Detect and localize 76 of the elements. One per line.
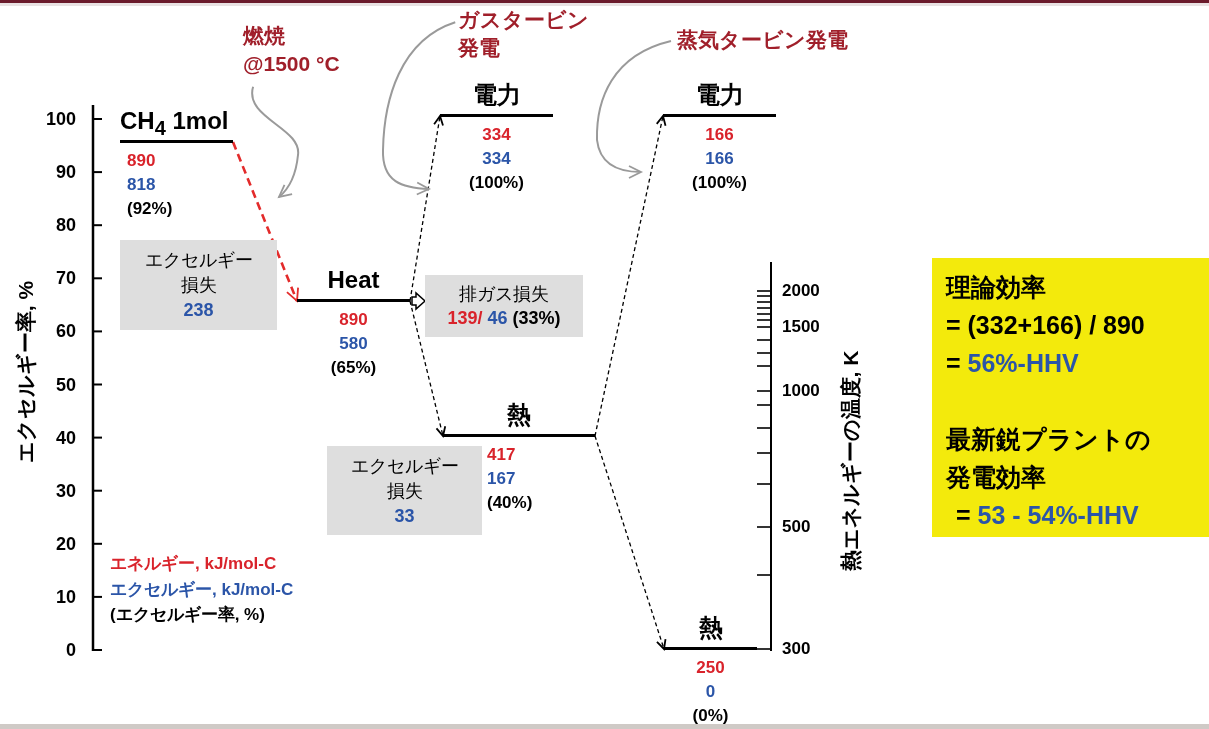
level-title: 熱 (698, 613, 723, 643)
value-text: 334 (482, 124, 511, 146)
value-text: (92%) (127, 198, 173, 220)
panel-text: = (946, 349, 961, 377)
tick-label: 1500 (782, 316, 820, 338)
loss-box (120, 240, 277, 330)
tick-label: 300 (782, 638, 811, 660)
panel-text: 56%-HHV (967, 349, 1079, 377)
key-text: エネルギー, kJ/mol-C (110, 553, 277, 575)
arrow (409, 115, 444, 302)
box-label: 排ガス損失 (459, 283, 549, 306)
tick-label: 50 (55, 373, 76, 397)
annotation-text: ガスタービン発電 (458, 6, 596, 62)
leader-line (382, 21, 457, 196)
level-title: 熱 (507, 400, 531, 430)
key-text: エクセルギー, kJ/mol-C (110, 579, 294, 601)
value-text: 250 (696, 657, 725, 679)
tick-label: 0 (66, 639, 76, 662)
level-title: Heat (327, 265, 380, 295)
value-text: 334 (482, 148, 511, 170)
panel-text: 理論効率 (946, 272, 1047, 303)
value-text: 166 (705, 148, 734, 170)
leader-line (596, 40, 672, 179)
tick-label: 100 (45, 108, 76, 131)
tick-label: 30 (55, 479, 76, 503)
value-text: 139/ (447, 308, 483, 328)
tick-label: 2000 (782, 280, 820, 302)
tick-label: 1000 (782, 380, 820, 402)
box-label: エクセルギー損失 (143, 249, 254, 297)
hollow-arrow (411, 291, 427, 311)
value-text: 0 (705, 681, 716, 703)
value-text: (33%) (512, 308, 561, 328)
annotation-text: 燃焼 @1500 °C (243, 22, 355, 78)
value-text: 238 (183, 299, 214, 322)
axis-title: エクセルギー率, % (13, 280, 38, 464)
value-text: 167 (487, 468, 516, 490)
panel-text: 53 - 54%-HHV (977, 501, 1139, 529)
value-text: (40%) (487, 492, 533, 514)
box-label: エクセルギー損失 (349, 455, 460, 503)
tick-label: 80 (55, 214, 76, 238)
panel-text: = (956, 501, 971, 529)
tick-label: 40 (55, 426, 76, 450)
tick-label: 90 (55, 161, 76, 185)
value-text: 166 (705, 124, 734, 146)
tick-label: 60 (55, 320, 76, 344)
value-text: 417 (487, 444, 516, 466)
leader-line (251, 85, 299, 198)
loss-box (327, 446, 482, 535)
annotation-text: 蒸気タービン発電 (677, 26, 877, 54)
level-title: 電力 (472, 80, 521, 110)
value-text: (100%) (692, 172, 747, 194)
tick-label: 20 (55, 532, 76, 556)
arrow (409, 300, 447, 437)
panel-text: 最新鋭プラントの発電効率 (946, 424, 1152, 493)
panel-text: = (332+166) / 890 (946, 310, 1146, 341)
value-text: 580 (339, 333, 368, 355)
level-title: 電力 (695, 80, 744, 110)
tick-label: 70 (55, 267, 76, 291)
arrow (594, 115, 667, 437)
value-text: 818 (127, 174, 156, 196)
tick-label: 10 (55, 585, 76, 609)
value-text: 890 (339, 309, 368, 331)
arrow (231, 141, 299, 302)
key-text: (エクセルギー率, %) (110, 604, 265, 626)
value-text: 33 (394, 505, 415, 528)
tick-label: 500 (782, 516, 811, 538)
value-text: (65%) (330, 357, 377, 379)
value-text: (0%) (692, 705, 729, 727)
value-text: (100%) (469, 172, 524, 194)
level-title: CH$_{4}$ 1mol (120, 106, 229, 138)
axis-title: 熱エネルギーの温度, K (838, 350, 863, 572)
arrow (594, 435, 667, 650)
value-text: 890 (127, 150, 156, 172)
value-text: 46 (487, 308, 508, 328)
highlight-panel (932, 258, 1209, 537)
loss-box (425, 275, 583, 337)
